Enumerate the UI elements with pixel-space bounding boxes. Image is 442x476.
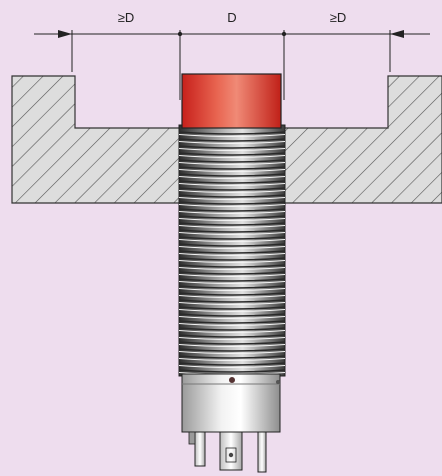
- thread-highlight: [178, 155, 286, 158]
- thread-ridge: [178, 159, 286, 163]
- thread-highlight: [178, 197, 286, 200]
- thread-ridge: [178, 285, 286, 289]
- thread-ridge: [178, 327, 286, 331]
- thread-ridge: [178, 313, 286, 317]
- thread-highlight: [178, 302, 286, 305]
- thread-highlight: [178, 190, 286, 193]
- left-clearance-label: ≥D: [118, 10, 135, 25]
- thread-lines: [178, 131, 286, 375]
- sensor-housing: [181, 373, 281, 433]
- thread-highlight: [178, 141, 286, 144]
- thread-ridge: [178, 292, 286, 296]
- thread-highlight: [178, 281, 286, 284]
- thread-ridge: [178, 320, 286, 324]
- thread-ridge: [178, 208, 286, 212]
- thread-ridge: [178, 222, 286, 226]
- thread-highlight: [178, 246, 286, 249]
- thread-highlight: [178, 274, 286, 277]
- thread-highlight: [178, 134, 286, 137]
- thread-ridge: [178, 201, 286, 205]
- thread-highlight: [178, 288, 286, 291]
- thread-highlight: [178, 176, 286, 179]
- thread-ridge: [178, 173, 286, 177]
- thread-ridge: [178, 334, 286, 338]
- thread-highlight: [178, 337, 286, 340]
- thread-highlight: [178, 232, 286, 235]
- thread-ridge: [178, 166, 286, 170]
- thread-highlight: [178, 211, 286, 214]
- led-indicator: [229, 377, 235, 383]
- thread-highlight: [178, 351, 286, 354]
- thread-ridge: [178, 341, 286, 345]
- thread-ridge: [178, 229, 286, 233]
- thread-ridge: [178, 348, 286, 352]
- thread-highlight: [178, 162, 286, 165]
- thread-highlight: [178, 267, 286, 270]
- thread-ridge: [178, 236, 286, 240]
- diameter-label: D: [227, 10, 236, 25]
- thread-highlight: [178, 323, 286, 326]
- thread-highlight: [178, 358, 286, 361]
- thread-highlight: [178, 365, 286, 368]
- thread-ridge: [178, 152, 286, 156]
- thread-highlight: [178, 344, 286, 347]
- thread-highlight: [178, 204, 286, 207]
- thread-ridge: [178, 243, 286, 247]
- dimension-arrow-icon: [58, 30, 404, 38]
- right-clearance-label: ≥D: [330, 10, 347, 25]
- thread-ridge: [178, 257, 286, 261]
- thread-ridge: [178, 271, 286, 275]
- thread-ridge: [178, 194, 286, 198]
- thread-highlight: [178, 253, 286, 256]
- thread-highlight: [178, 316, 286, 319]
- thread-ridge: [178, 250, 286, 254]
- thread-highlight: [178, 169, 286, 172]
- sensor-face: [181, 73, 282, 129]
- thread-ridge: [178, 355, 286, 359]
- thread-highlight: [178, 225, 286, 228]
- thread-ridge: [178, 278, 286, 282]
- thread-ridge: [178, 187, 286, 191]
- thread-highlight: [178, 295, 286, 298]
- thread-ridge: [178, 369, 286, 373]
- thread-ridge: [178, 215, 286, 219]
- thread-ridge: [178, 145, 286, 149]
- thread-ridge: [178, 299, 286, 303]
- thread-highlight: [178, 260, 286, 263]
- thread-highlight: [178, 218, 286, 221]
- thread-ridge: [178, 362, 286, 366]
- thread-highlight: [178, 330, 286, 333]
- thread-ridge: [178, 264, 286, 268]
- thread-highlight: [178, 183, 286, 186]
- sensor-thread-barrel: [178, 124, 286, 377]
- thread-highlight: [178, 239, 286, 242]
- thread-highlight: [178, 148, 286, 151]
- thread-ridge: [178, 306, 286, 310]
- connector-pins: [188, 431, 267, 473]
- thread-ridge: [178, 131, 286, 135]
- thread-ridge: [178, 138, 286, 142]
- thread-highlight: [178, 309, 286, 312]
- thread-ridge: [178, 180, 286, 184]
